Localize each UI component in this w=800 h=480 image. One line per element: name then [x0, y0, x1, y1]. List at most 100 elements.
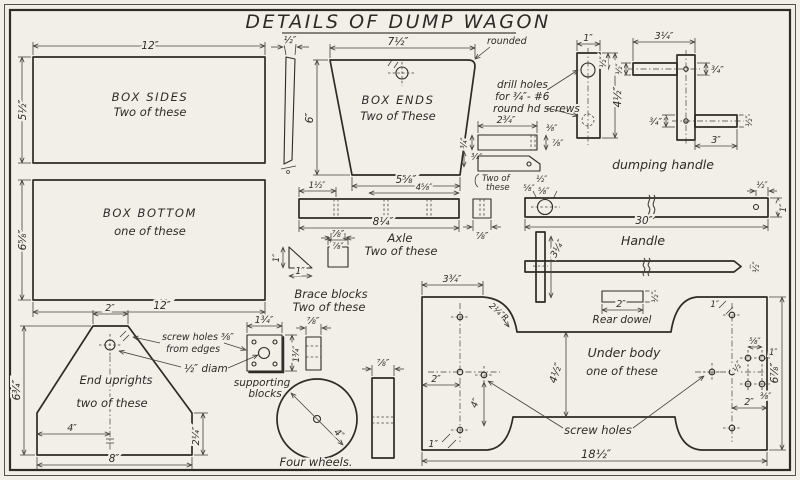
screw-note-line2: from edges — [166, 344, 220, 355]
drawing-border — [4, 4, 796, 476]
dumping-handle-bot-len-dim: 3″ — [711, 135, 721, 146]
latch-bar-e1-dim: ⅝″ — [538, 187, 550, 197]
screw-hole-note: screw holes ⅜″ from edges ½″ diam — [119, 330, 258, 377]
title-block: DETAILS OF DUMP WAGON — [245, 11, 550, 34]
box-ends-rounded-note: rounded — [487, 36, 528, 47]
box-ends-qty: Two of These — [360, 109, 435, 123]
under-body-tab-dim: 3¾″ — [443, 274, 462, 285]
box-bottom-height-dim: 6⅝″ — [17, 230, 29, 251]
under-body-left1-dim: 1″ — [428, 439, 438, 450]
part-latch-bars: 2¾″ ⅜″ ¾″ ⅞″ ½″ ⅝″ Two of these — [458, 113, 566, 199]
dumping-handle-top-th-dim: ¾″ — [711, 65, 724, 76]
dumping-handle-bot-th-dim: ¾″ — [649, 117, 662, 128]
brace-blocks-label: Brace blocks — [294, 287, 367, 301]
box-ends-label: BOX ENDS — [362, 93, 435, 107]
end-uprights-side-dim: 2¼″ — [191, 426, 202, 445]
box-sides-label: BOX SIDES — [112, 90, 189, 104]
latch-bar-offset-dim: ⅜″ — [546, 124, 558, 134]
wheel-thickness-dim: ⅞″ — [377, 358, 390, 369]
under-body-r1-dim: 1″ — [769, 348, 778, 358]
latch-bar-side-dim: ¾″ — [460, 136, 470, 148]
under-body-mid4-dim: 4″ — [469, 396, 483, 409]
screw-note-line1: screw holes ⅜″ — [162, 332, 234, 343]
under-body-length-dim: 18½″ — [581, 447, 612, 461]
rear-dowel-length-dim: 2″ — [616, 299, 626, 310]
brace-blocks-qty: Two of these — [293, 300, 366, 314]
latch-bar-length-dim: 2¾″ — [497, 115, 516, 126]
drill-note-line2: for ¾″- #6 — [495, 91, 550, 103]
handle-length-dim: 30″ — [635, 215, 652, 227]
dumping-handle-bot-end-dim: ½″ — [745, 114, 755, 126]
brace-tri-height-dim: 1″ — [272, 253, 282, 262]
rear-dowel-th-dim: ½″ — [651, 290, 661, 302]
supporting-blocks-height-dim: 1¾″ — [292, 345, 302, 363]
latch-bars-qty2: these — [486, 183, 510, 193]
page-title: DETAILS OF DUMP WAGON — [245, 11, 550, 33]
part-axle: 1½″ 4⅝″ 8¼″ ⅞″ Axle Two of these ⅞″ — [298, 179, 501, 260]
part-end-uprights: 6¾″ 2″ 4″ 2¼″ 8″ End uprights two of the… — [9, 301, 208, 470]
supporting-blocks-thickness-dim: ⅞″ — [307, 316, 320, 327]
supporting-blocks-width-dim: 1¾″ — [255, 315, 274, 326]
brace-tri-width-dim: 1″ — [295, 266, 305, 277]
part-rear-dowel: 2″ ½″ Rear dowel — [591, 288, 663, 328]
under-body-label: Under body — [588, 345, 661, 360]
end-uprights-qty: two of these — [76, 396, 147, 410]
handle-end-dim: ½″ — [756, 181, 768, 191]
handle-height-dim: 1″ — [779, 203, 789, 212]
latch-bar-h2-dim: ½″ — [536, 175, 548, 185]
latch-plate-top-offset-dim: ½″ — [599, 55, 609, 67]
latch-plate-width-dim: 1″ — [583, 33, 593, 44]
supporting-blocks-label1: supporting — [234, 377, 291, 389]
axle-total-dim: 8¼″ — [373, 216, 394, 228]
under-body-r58-dim: ⅝″ — [749, 337, 761, 347]
box-sides-height-dim: 5½″ — [17, 100, 29, 121]
under-body-screw-label: screw holes — [564, 423, 632, 437]
end-uprights-hole-dim: 4″ — [67, 423, 77, 434]
part-under-body: 3¾″ 2¼″R 4½″ 2″ 1″ 4″ screw holes ⅝″ 1″ … — [421, 272, 786, 466]
drill-note-line1: drill holes — [497, 79, 549, 91]
box-bottom-qty: one of these — [114, 224, 186, 238]
box-sides-thickness-dim: ½″ — [284, 35, 297, 46]
end-uprights-label: End uprights — [79, 373, 152, 387]
part-brace-blocks: 1″ 1″ ⅞″ Brace blocks Two of these — [270, 227, 370, 316]
dumping-handle-top-end-dim: ½″ — [615, 62, 625, 74]
supporting-blocks-label2: blocks — [248, 388, 282, 400]
handle-hole-dim: ⅝″ — [523, 184, 535, 194]
wheel-diameter-dim: 4″ — [331, 427, 346, 442]
axle-label: Axle — [387, 231, 413, 245]
part-wheels: 4″ Four wheels. ⅞″ — [276, 356, 404, 471]
axle-height-dim: ⅞″ — [332, 242, 344, 252]
latch-bars-qty1: Two of — [482, 174, 512, 184]
under-body-r38-dim: ⅜″ — [760, 392, 772, 402]
box-ends-height-dim: 6″ — [304, 113, 316, 124]
part-handle: ⅝″ ½″ 1″ 30″ Handle — [521, 179, 791, 250]
handle-label: Handle — [621, 233, 665, 248]
under-body-top1-dim: 1″ — [710, 300, 719, 310]
wheel-side-view — [371, 377, 395, 459]
rear-dowel-label: Rear dowel — [593, 314, 652, 326]
under-body-mid-dim: 4½″ — [547, 361, 565, 385]
handle-side-th-dim: ½″ — [752, 260, 762, 272]
part-dumping-handle: 3¼″ ¾″ ½″ ¾″ ½″ 3″ dumping handle — [610, 29, 757, 174]
box-sides-width-dim: 12″ — [141, 40, 158, 52]
box-sides-qty: Two of these — [114, 105, 187, 119]
part-box-bottom: BOX BOTTOM one of these 6⅝″ 12″ — [15, 179, 266, 317]
axle-qty: Two of these — [365, 244, 438, 258]
box-ends-top-dim: 7½″ — [388, 36, 409, 48]
box-ends-bottom-dim: 5⅝″ — [396, 174, 417, 186]
part-box-sides: 12″ 5½″ BOX SIDES Two of these ½″ — [15, 33, 309, 174]
under-body-qty: one of these — [586, 364, 658, 378]
end-uprights-height-dim: 6¾″ — [11, 380, 23, 401]
under-body-radius-dim: 2¼″R — [487, 301, 511, 324]
brace-square-dim: ⅞″ — [332, 229, 345, 240]
under-body-left2-dim: 2″ — [431, 374, 441, 385]
wheels-label: Four wheels. — [279, 455, 352, 469]
latch-bar-h1-dim: ⅞″ — [552, 139, 564, 149]
part-supporting-blocks: 1¾″ 1¾″ supporting blocks ⅞″ — [232, 313, 331, 402]
part-box-ends: 7½″ rounded 6″ 5⅝″ ¾″ BOX ENDS Two of Th… — [302, 34, 530, 191]
part-latch-plate: 1″ ½″ 4½″ drill holes for ¾″- #6 round h… — [491, 31, 626, 145]
latch-plate-span-dim: 4½″ — [612, 87, 624, 108]
screw-note-diam: ½″ diam — [184, 363, 228, 375]
axle-section-dim: ⅞″ — [476, 231, 489, 242]
